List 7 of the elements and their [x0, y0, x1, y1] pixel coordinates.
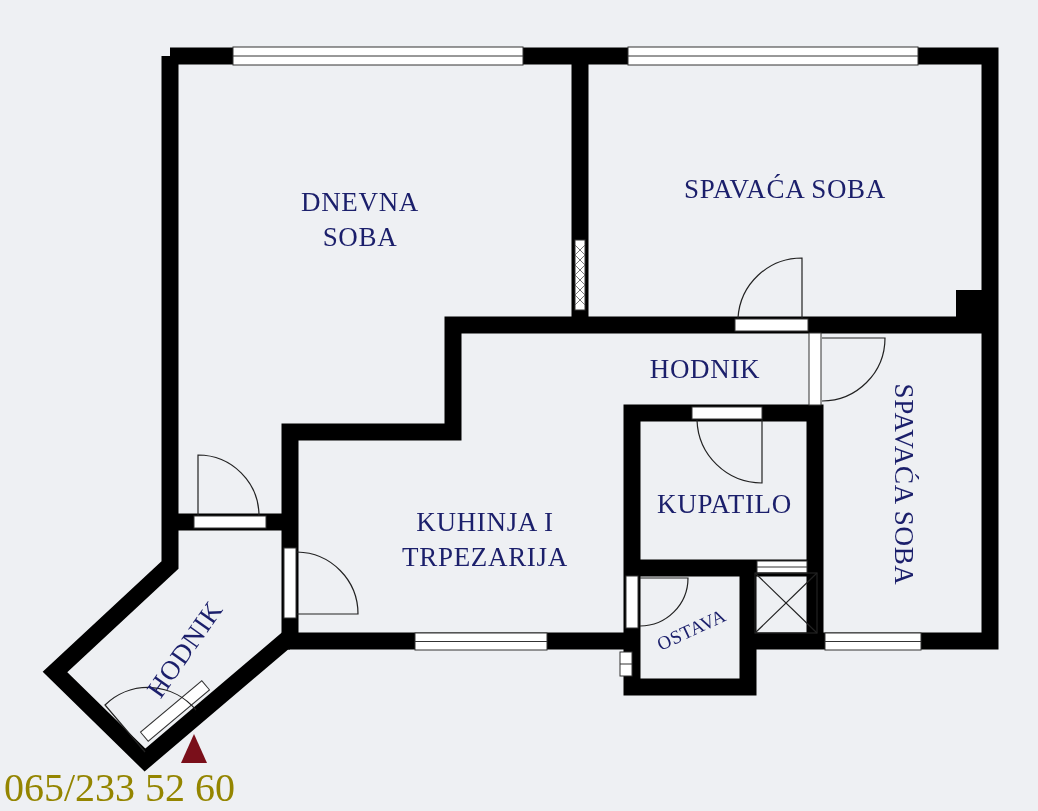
room-label: KUHINJA I TRPEZARIJA — [385, 504, 585, 576]
phone-number: 065/233 52 60 — [4, 766, 236, 810]
room-label: HODNIK — [649, 352, 761, 388]
room-label: KUPATILO — [657, 487, 792, 523]
room-label: DNEVNA SOBA — [285, 184, 435, 256]
room-label: SPAVAĆA SOBA — [684, 172, 886, 208]
room-label: SPAVAĆA SOBA — [885, 384, 921, 586]
